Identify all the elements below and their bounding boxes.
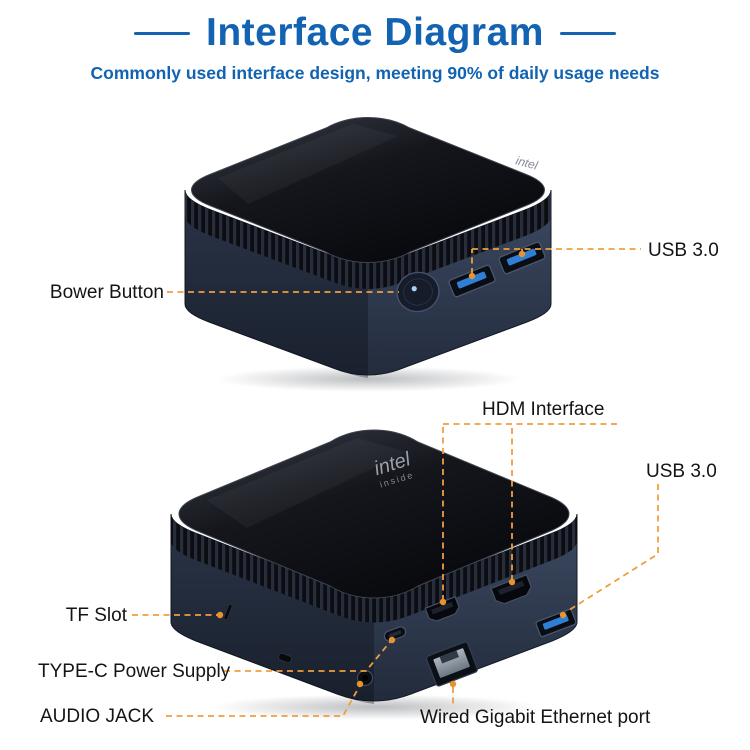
- device-rear-view: intel inside: [170, 429, 578, 704]
- power-led: [411, 286, 417, 292]
- front-device-body: intel: [184, 117, 552, 378]
- ethernet-port: [426, 641, 478, 687]
- header: Interface Diagram: [0, 11, 750, 55]
- title-line-right: [559, 31, 616, 35]
- label-usb3-front: USB 3.0: [648, 240, 719, 261]
- label-ethernet: Wired Gigabit Ethernet port: [420, 707, 651, 728]
- front-top-face: [191, 117, 545, 263]
- label-hdmi-interface: HDM Interface: [482, 399, 605, 420]
- tf-slot: [223, 603, 233, 621]
- intel-logo: intel: [514, 153, 539, 172]
- power-button: [396, 271, 440, 313]
- front-vent-grille: [185, 190, 551, 289]
- title-line-left: [134, 31, 191, 35]
- device-front-view: intel: [184, 117, 552, 378]
- label-audio-jack: AUDIO JACK: [40, 706, 155, 727]
- audio-jack: [356, 669, 374, 687]
- page-subtitle: Commonly used interface design, meeting …: [90, 63, 660, 83]
- label-usb3-rear: USB 3.0: [646, 461, 717, 482]
- label-typec-power: TYPE-C Power Supply: [38, 661, 231, 682]
- page-title: Interface Diagram: [206, 11, 544, 54]
- label-power-button: Bower Button: [49, 282, 164, 303]
- label-tf-slot: TF Slot: [65, 605, 127, 626]
- rear-device-body: intel inside: [170, 429, 578, 704]
